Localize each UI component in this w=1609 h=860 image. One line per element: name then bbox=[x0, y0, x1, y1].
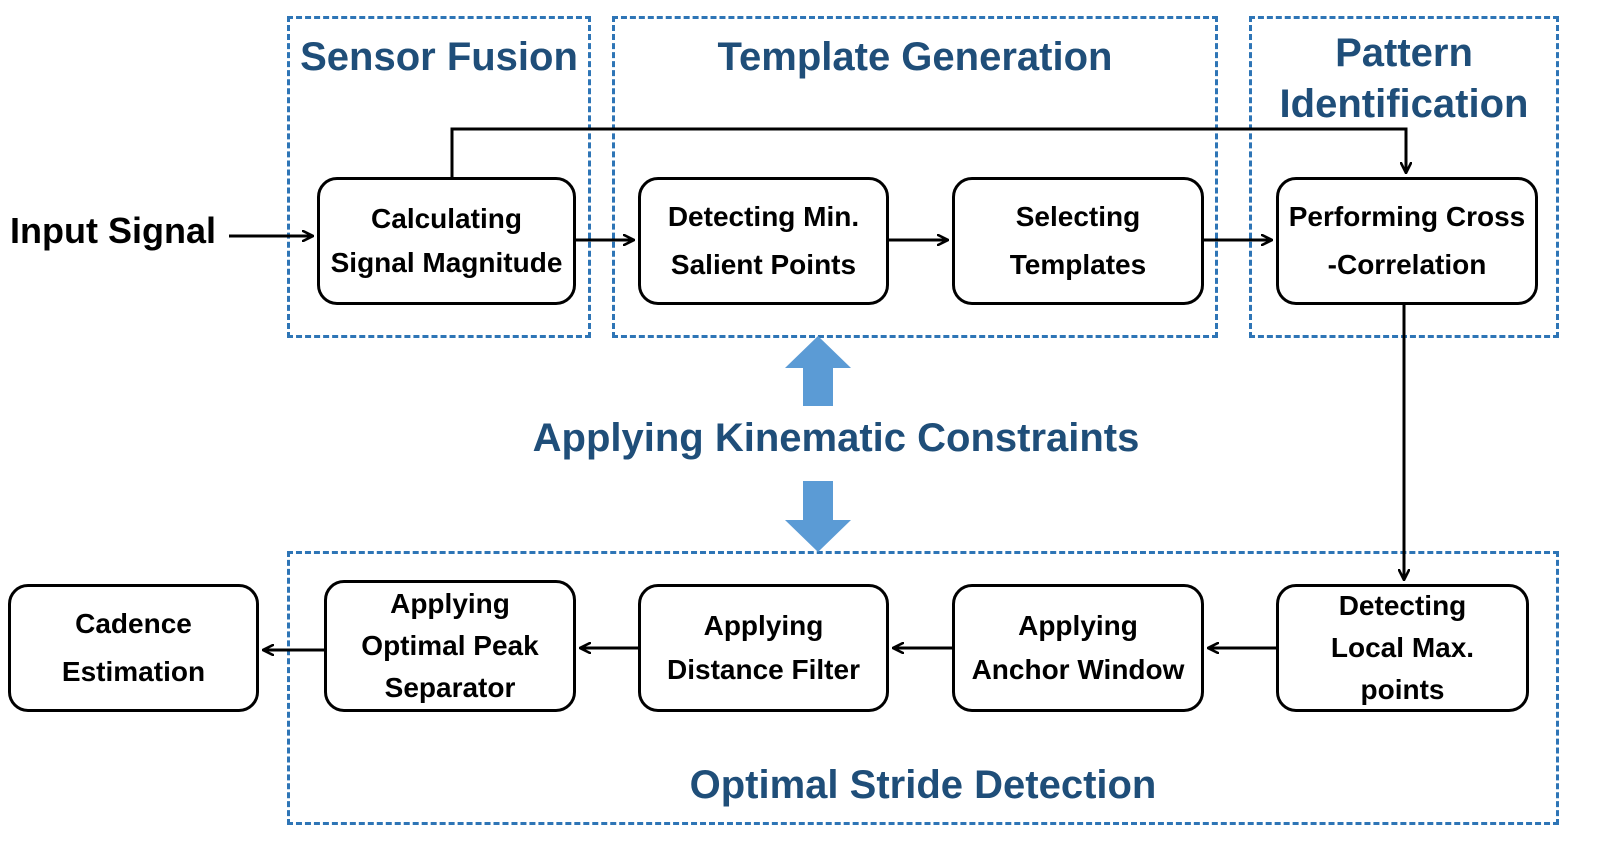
node-label-line: Performing Cross bbox=[1288, 201, 1526, 232]
node-label-line: Detecting bbox=[1338, 590, 1467, 621]
region-title-pattern-line-1: Pattern bbox=[1335, 31, 1473, 75]
node-applying-optimal-peak-separator: Applying Optimal Peak Separator bbox=[324, 580, 576, 712]
node-label-line: Detecting Min. bbox=[667, 201, 860, 232]
node-label-line: Separator bbox=[384, 672, 516, 703]
node-label-line: Applying bbox=[703, 610, 824, 641]
node-label-line: Salient Points bbox=[670, 249, 857, 280]
region-sensor-fusion bbox=[287, 16, 591, 338]
node-label-line: Calculating bbox=[371, 203, 522, 234]
node-detecting-min-salient-points: Detecting Min. Salient Points bbox=[638, 177, 889, 305]
node-label-line: Cadence bbox=[75, 608, 192, 639]
node-cadence-estimation: Cadence Estimation bbox=[8, 584, 259, 712]
region-title-template-generation: Template Generation bbox=[717, 35, 1113, 79]
node-calculating-signal-magnitude: Calculating Signal Magnitude bbox=[317, 177, 576, 305]
node-label-line: Estimation bbox=[61, 656, 206, 687]
block-arrow-up bbox=[785, 336, 851, 406]
node-label-line: Anchor Window bbox=[971, 654, 1185, 685]
kinematic-constraints-label: Applying Kinematic Constraints bbox=[532, 416, 1140, 460]
region-title-sensor-fusion: Sensor Fusion bbox=[300, 35, 578, 79]
node-label-line: -Correlation bbox=[1327, 249, 1487, 280]
node-label-line: points bbox=[1360, 674, 1445, 705]
node-detecting-local-max-points: Detecting Local Max. points bbox=[1276, 584, 1529, 712]
block-arrow-down bbox=[785, 481, 851, 552]
node-label-line: Applying bbox=[390, 588, 510, 619]
region-title-pattern-line-2: Identification bbox=[1279, 82, 1529, 126]
node-label-line: Selecting bbox=[1015, 201, 1141, 232]
node-performing-cross-correlation: Performing Cross -Correlation bbox=[1276, 177, 1538, 305]
region-optimal-stride-detection bbox=[287, 551, 1559, 825]
node-applying-distance-filter: Applying Distance Filter bbox=[638, 584, 889, 712]
node-label-line: Applying bbox=[1018, 610, 1138, 641]
region-template-generation bbox=[612, 16, 1218, 338]
node-selecting-templates: Selecting Templates bbox=[952, 177, 1204, 305]
node-label-line: Templates bbox=[1009, 249, 1147, 280]
node-label-line: Signal Magnitude bbox=[330, 247, 563, 278]
node-applying-anchor-window: Applying Anchor Window bbox=[952, 584, 1204, 712]
region-title-optimal-stride-detection: Optimal Stride Detection bbox=[689, 763, 1157, 807]
node-label-line: Local Max. bbox=[1330, 632, 1475, 663]
input-signal-label: Input Signal bbox=[10, 210, 216, 251]
node-label-line: Distance Filter bbox=[667, 654, 860, 685]
node-label-line: Optimal Peak bbox=[361, 630, 539, 661]
